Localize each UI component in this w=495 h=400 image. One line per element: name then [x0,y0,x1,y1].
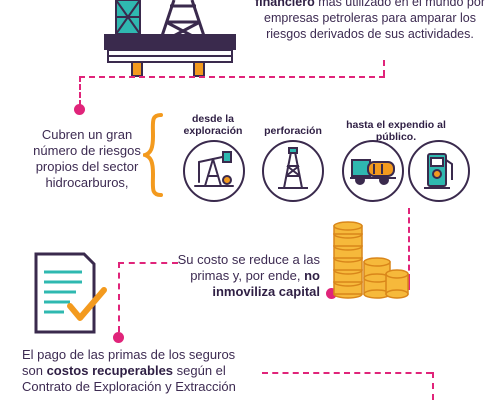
risks-text: Cubren un gran número de riesgos propios… [33,127,141,190]
premiums-line2: son costos recuperables según el [22,363,226,378]
connector-line [262,372,432,374]
premiums-text: El pago de las primas de los seguros son… [22,347,292,395]
stage-circle-drilling [262,140,324,202]
connector-line [118,262,120,332]
connector-line [79,76,385,78]
cost-bold-capital: inmoviliza capital [212,284,320,299]
document-check-icon [34,252,107,334]
tanker-truck-icon [350,159,396,185]
stage-label-drilling: perforación [264,125,322,137]
intro-rest: más utilizado en el mundo por empresas p… [264,0,485,41]
stage-circle-fuel [408,140,470,202]
connector-dot [74,104,85,115]
oil-pump-icon [194,151,234,187]
connector-dot [113,332,124,343]
premiums-line1: El pago de las primas de los seguros [22,347,236,362]
stage-circle-exploration [183,140,245,202]
intro-bold: financiero [255,0,315,9]
drilling-rig-icon [278,147,308,189]
intro-text: financiero más utilizado en el mundo por… [254,0,486,42]
stage-label-retail: hasta el expendio al público. [346,119,446,143]
premiums-bold: costos recuperables [46,363,174,378]
stage-label-exploration: desde la exploración [183,113,243,137]
premiums-line3: Contrato de Exploración y Extracción [22,379,236,394]
fuel-pump-icon [424,153,453,189]
connector-line [79,76,81,106]
stage-circle-truck [342,140,404,202]
connector-dot [326,288,337,299]
coins-icon [333,221,409,299]
connector-line [432,372,434,400]
connector-line [383,60,385,76]
cost-text: Su costo se reduce a las primas y, por e… [160,252,320,300]
connector-line [408,278,410,290]
cost-bold-no: no [304,268,320,283]
connector-line [408,208,410,280]
connector-line [118,262,178,264]
cost-normal: Su costo se reduce a las primas y, por e… [177,252,320,283]
brace-icon [143,113,163,197]
oil-platform-illustration [104,0,236,77]
